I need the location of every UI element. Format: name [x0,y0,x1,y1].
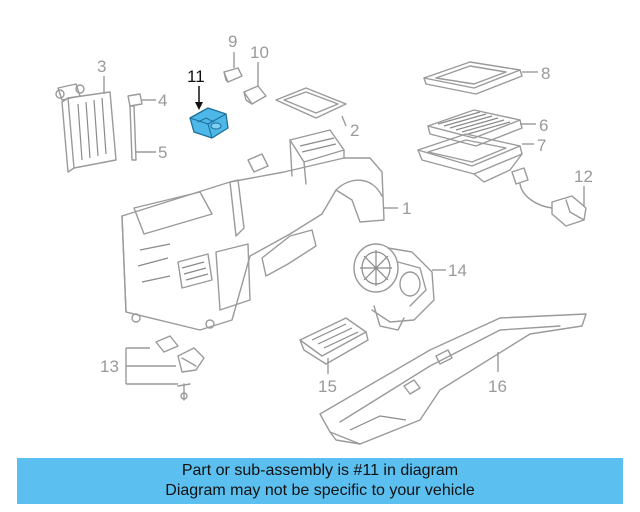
part-label-16: 16 [488,377,507,396]
part-4-clip[interactable] [127,93,143,107]
info-banner: Part or sub-assembly is #11 in diagram D… [17,458,623,504]
part-label-2: 2 [350,121,359,140]
parts-diagram: 3 4 5 11 9 10 2 [55,32,593,445]
part-9-connector[interactable] [223,67,243,83]
part-label-15: 15 [318,377,337,396]
part-10-bracket[interactable] [243,85,267,105]
part-label-4: 4 [158,91,167,110]
banner-line-2: Diagram may not be specific to your vehi… [165,482,475,499]
part-16-duct[interactable] [319,313,587,445]
part-label-1: 1 [402,199,411,218]
part-6-cabin-filter[interactable] [427,109,523,147]
part-label-14: 14 [448,261,467,280]
part-label-3: 3 [97,57,106,76]
part-label-13: 13 [100,357,119,376]
part-1-hvac-housing[interactable] [121,129,385,331]
part-5-tube[interactable] [129,105,137,161]
part-label-10: 10 [250,43,269,62]
part-2-gasket[interactable] [275,87,347,119]
part-3-heater-core[interactable] [55,83,117,173]
banner-line-1: Part or sub-assembly is #11 in diagram [181,462,459,479]
part-label-12: 12 [574,167,593,186]
part-label-6: 6 [539,116,548,135]
part-label-8: 8 [541,64,550,83]
part-14-blower-motor[interactable] [353,243,435,331]
part-7-filter-housing[interactable] [417,133,523,183]
part-label-9: 9 [228,32,237,51]
part-label-5: 5 [158,143,167,162]
part-13-hardware[interactable] [155,335,205,401]
part-12-sensor[interactable] [511,167,587,227]
part-label-11: 11 [187,67,205,86]
part-11-actuator[interactable] [189,107,229,139]
part-15-blower-resistor[interactable] [299,317,369,365]
part-8-filter-cover[interactable] [423,61,523,95]
part-label-7: 7 [537,136,546,155]
